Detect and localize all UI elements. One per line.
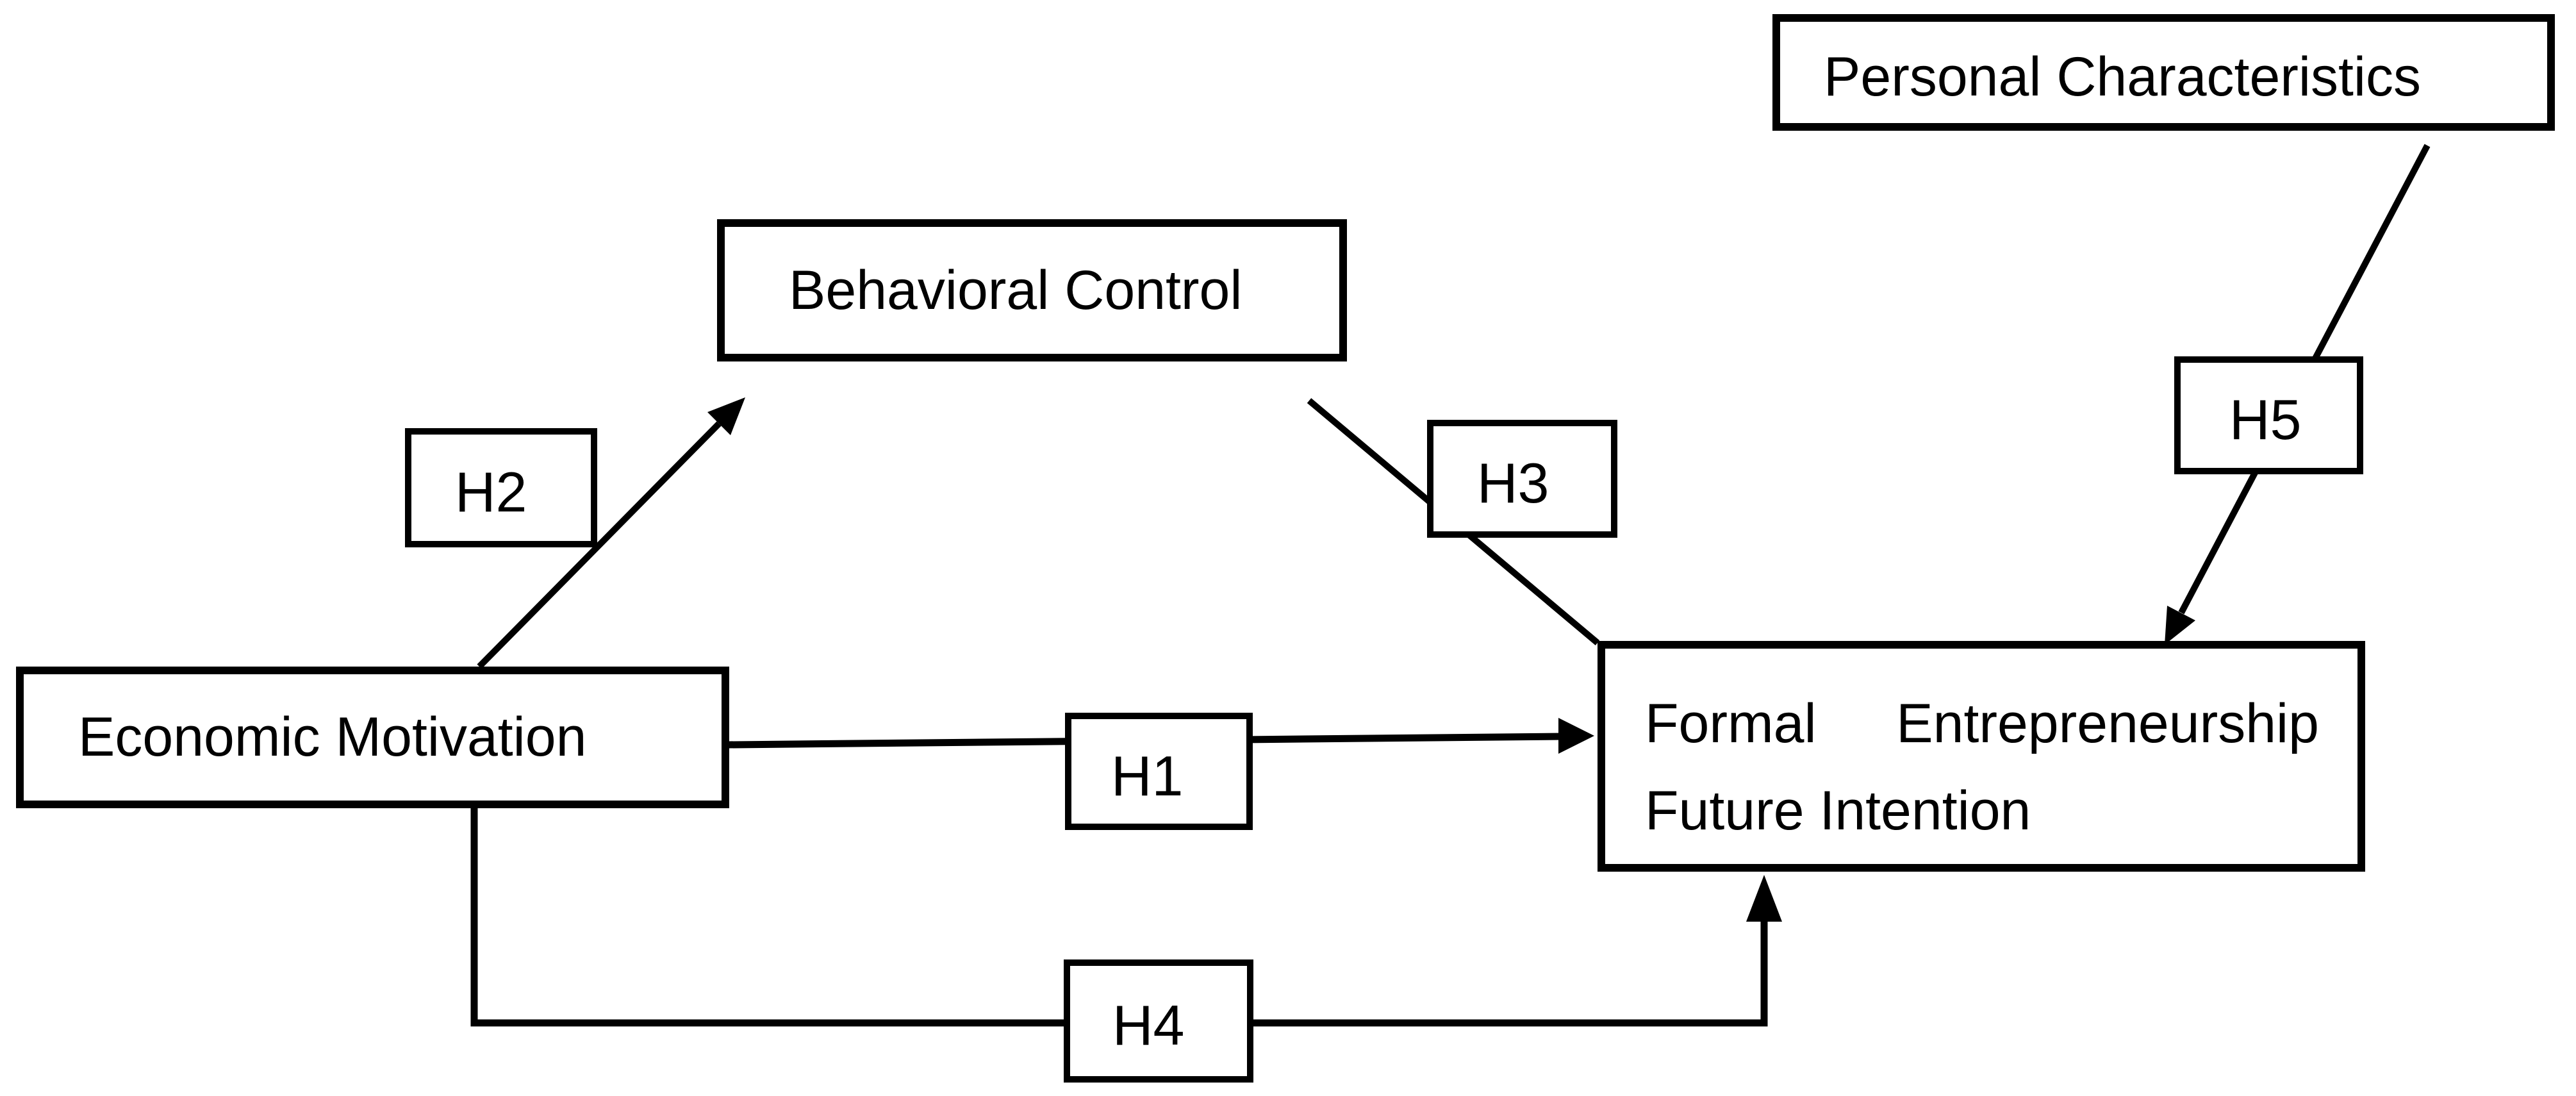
node-personal-characteristics-label: Personal Characteristics	[1824, 46, 2422, 108]
hypothesis-box-h3: H3	[1427, 420, 1617, 538]
hypothesis-box-h4: H4	[1064, 959, 1253, 1083]
hypothesis-label-h3: H3	[1477, 451, 1549, 515]
edge-h2-line	[477, 421, 722, 669]
hypothesis-label-h4: H4	[1112, 993, 1185, 1057]
hypothesis-box-h2: H2	[405, 428, 597, 547]
hypothesis-box-h1: H1	[1065, 713, 1253, 830]
node-economic-motivation: Economic Motivation	[16, 667, 729, 808]
node-behavioral-control: Behavioral Control	[717, 219, 1347, 361]
node-personal-characteristics: Personal Characteristics	[1772, 14, 2555, 131]
hypothesis-label-h2: H2	[455, 460, 527, 524]
hypothesis-label-h5: H5	[2229, 388, 2302, 451]
node-future-intention-line1-left: Formal	[1645, 693, 1817, 754]
node-future-intention-line2: Future Intention	[1645, 780, 2031, 842]
node-formal-entrepreneurship-future-intention: Formal Entrepreneurship Future Intention	[1598, 641, 2365, 872]
node-economic-motivation-label: Economic Motivation	[78, 706, 587, 768]
node-future-intention-line1-right: Entrepreneurship	[1896, 693, 2319, 754]
edge-h2-arrowhead-icon	[707, 397, 745, 435]
hypothesis-box-h5: H5	[2174, 356, 2363, 474]
edge-h1-arrowhead-icon	[1558, 718, 1594, 754]
edge-h4-arrowhead-icon	[1746, 875, 1782, 922]
node-future-intention-line1: Formal Entrepreneurship	[1645, 693, 2319, 754]
node-behavioral-control-label: Behavioral Control	[789, 259, 1243, 321]
hypothesis-label-h1: H1	[1111, 743, 1184, 808]
edge-h5-arrowhead-icon	[2165, 606, 2195, 645]
